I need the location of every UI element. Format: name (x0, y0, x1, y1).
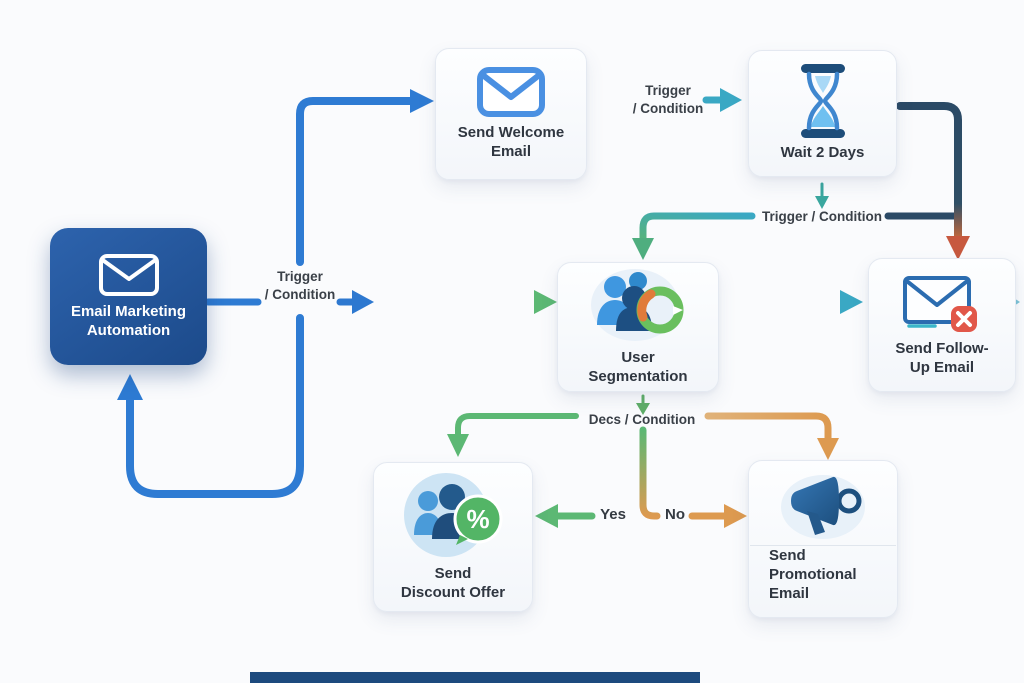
node-label: User Segmentation (588, 349, 688, 385)
node-wait-2-days: Wait 2 Days (748, 50, 897, 177)
edge-decision-stem (639, 426, 661, 520)
node-send-follow-up-email: Send Follow- Up Email (868, 258, 1016, 392)
edge-no-arrow (688, 504, 747, 528)
node-label: Email Marketing Automation (70, 302, 187, 339)
user-group-segmentation-icon (589, 267, 687, 343)
edge-yes-arrow (535, 504, 596, 528)
node-label: Send Follow- Up Email (895, 340, 989, 376)
edge-ema-to-welcome (296, 89, 434, 266)
bottom-bar (250, 672, 700, 683)
edge-segmentation-down-arrow (636, 394, 650, 415)
edge-wait-down-arrow (815, 182, 829, 209)
edge-wait-to-segmentation (632, 212, 756, 260)
edge-label-trigger-condition-left: Trigger / Condition (264, 269, 336, 303)
edge-label-yes: Yes (600, 506, 626, 523)
node-label: Send Promotional Email (769, 547, 857, 602)
node-label: Send Welcome Email (457, 124, 565, 160)
node-divider (750, 545, 896, 546)
envelope-icon (98, 253, 160, 297)
edge-label-trigger-condition-mid: Trigger / Condition (762, 209, 882, 224)
edge-wait-to-followup (884, 102, 970, 260)
users-percent-icon: % (398, 471, 508, 559)
node-send-discount-offer: % Send Discount Offer (373, 462, 533, 612)
edge-decision-to-promo (704, 412, 839, 460)
node-label: Send Discount Offer (400, 565, 506, 601)
svg-text:%: % (466, 504, 489, 534)
megaphone-icon (777, 469, 869, 541)
edge-welcome-to-wait (588, 88, 742, 112)
edge-label-trigger-condition-top: Trigger / Condition (632, 83, 704, 117)
edge-decision-to-discount (447, 413, 579, 457)
edge-loop-to-ema (117, 314, 304, 498)
envelope-icon (476, 66, 546, 118)
node-label: Wait 2 Days (780, 144, 865, 162)
node-send-promotional-email: Send Promotional Email (748, 460, 898, 618)
edge-label-decision-condition: Decs / Condition (588, 412, 696, 427)
node-user-segmentation: User Segmentation (557, 262, 719, 392)
node-send-welcome-email: Send Welcome Email (435, 48, 587, 180)
hourglass-icon (796, 64, 850, 139)
edge-ema-to-segmentation (204, 290, 557, 314)
envelope-error-icon (901, 272, 983, 334)
node-email-marketing-automation: Email Marketing Automation (50, 228, 207, 365)
edge-label-no: No (665, 506, 685, 523)
